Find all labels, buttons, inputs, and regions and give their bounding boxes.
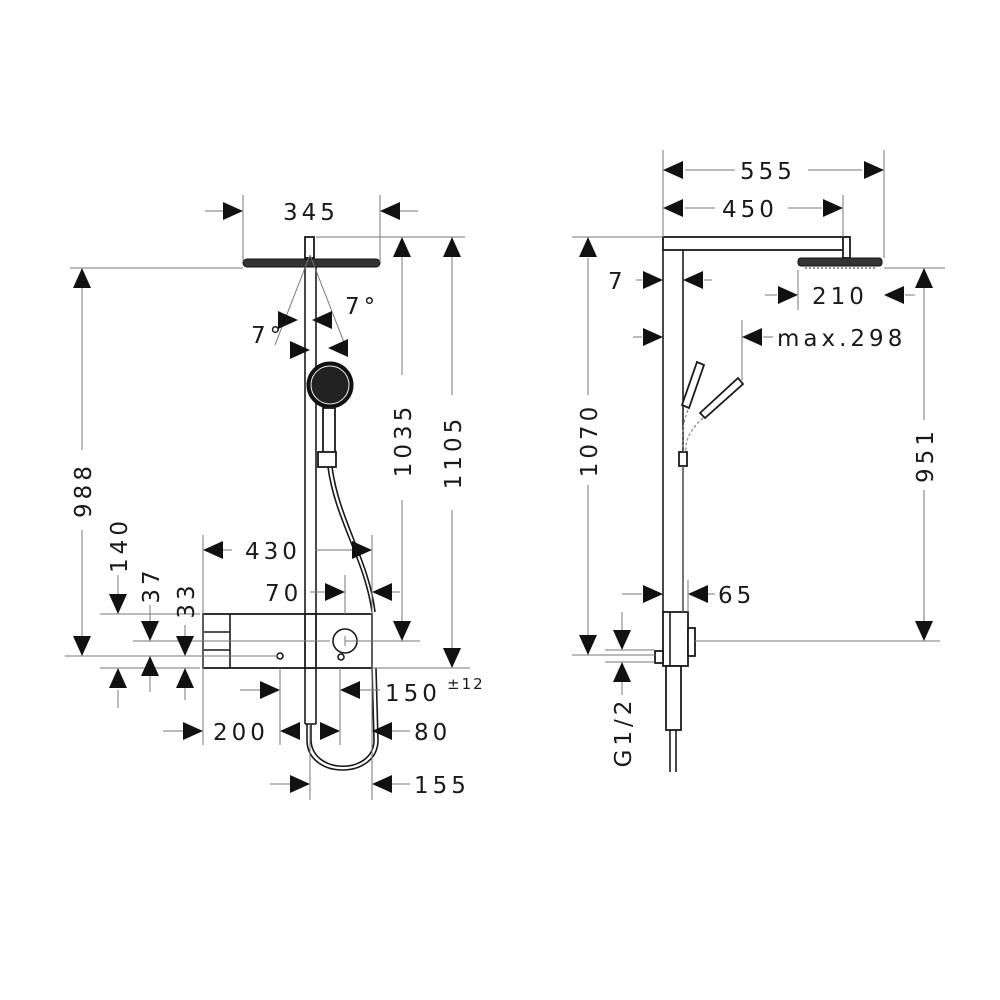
dim-1070: 1070 (577, 403, 603, 478)
arrowhead-icon (278, 311, 298, 329)
tolerance-label: ±12 (447, 675, 485, 693)
arrowhead-icon (613, 662, 631, 682)
arrowhead-icon (223, 202, 243, 220)
arrowhead-icon (352, 541, 372, 559)
arrowhead-icon (443, 648, 461, 668)
arrowhead-icon (683, 271, 703, 289)
shower-arm-side (662, 236, 883, 269)
dim-200: 200 (213, 720, 269, 746)
arrowhead-icon (643, 328, 663, 346)
arrowhead-icon (73, 268, 91, 288)
overhead-shower-front (242, 236, 381, 268)
arrowhead-icon (915, 268, 933, 288)
arrowhead-icon (141, 621, 159, 641)
dim-555: 555 (740, 159, 796, 185)
front-extension-lines (65, 195, 470, 800)
arrowhead-icon (176, 668, 194, 688)
arrowhead-icon (280, 722, 300, 740)
arrowhead-icon (372, 583, 392, 601)
arrowhead-icon (312, 311, 332, 329)
arrowhead-icon (290, 341, 310, 359)
side-dimension-labels: 555 450 7 210 max.298 1070 951 65 G1/2 (577, 159, 939, 767)
arrowhead-icon (380, 202, 400, 220)
front-arrowheads (73, 202, 461, 793)
arrowhead-icon (613, 630, 631, 650)
arrowhead-icon (643, 585, 663, 603)
arrowhead-icon (643, 271, 663, 289)
arrowhead-icon (183, 722, 203, 740)
shower-pole-side (654, 250, 696, 772)
dim-80: 80 (414, 720, 451, 746)
dim-988: 988 (71, 462, 97, 518)
hand-shower-front (306, 361, 354, 468)
dim-37: 37 (139, 566, 165, 603)
front-dimension-lines (81, 210, 453, 785)
arrowhead-icon (393, 621, 411, 641)
dim-430: 430 (245, 539, 301, 565)
arrowhead-icon (663, 161, 683, 179)
dim-140: 140 (107, 517, 133, 573)
front-view: 345 1035 1105 988 140 37 33 7° 7° 430 70… (65, 195, 485, 800)
dim-70: 70 (265, 581, 302, 607)
dim-1035: 1035 (391, 403, 417, 478)
dim-1105: 1105 (441, 415, 467, 490)
arrowhead-icon (864, 161, 884, 179)
side-dimension-lines (587, 169, 925, 695)
arrowhead-icon (109, 594, 127, 614)
hand-shower-side (680, 360, 745, 612)
arrowhead-icon (109, 668, 127, 688)
arrowhead-icon (141, 656, 159, 676)
dim-450: 450 (722, 197, 778, 223)
dim-7: 7 (608, 269, 627, 295)
arrowhead-icon (325, 583, 345, 601)
arrowhead-icon (579, 237, 597, 257)
arrowhead-icon (73, 636, 91, 656)
dim-210: 210 (812, 284, 868, 310)
arrowhead-icon (372, 775, 392, 793)
arrowhead-icon (203, 541, 223, 559)
arrowhead-icon (579, 635, 597, 655)
arrowhead-icon (290, 775, 310, 793)
front-dimension-labels: 345 1035 1105 988 140 37 33 7° 7° 430 70… (71, 200, 485, 799)
dim-33: 33 (174, 581, 200, 618)
arrowhead-icon (688, 585, 708, 603)
connection-g12: G1/2 (611, 697, 637, 768)
arrowhead-icon (742, 328, 762, 346)
arrowhead-icon (176, 636, 194, 656)
arrowhead-icon (778, 286, 798, 304)
dim-65: 65 (718, 583, 755, 609)
hose-front (306, 466, 379, 771)
side-view: 555 450 7 210 max.298 1070 951 65 G1/2 (572, 150, 945, 772)
dim-345: 345 (283, 200, 339, 226)
arrowhead-icon (260, 681, 280, 699)
arrowhead-icon (884, 286, 904, 304)
dim-max-298: max.298 (777, 326, 906, 352)
dim-150: 150 (385, 681, 441, 707)
dim-155: 155 (414, 773, 470, 799)
angle-left: 7° (251, 323, 285, 349)
arrowhead-icon (328, 339, 348, 357)
arrowhead-icon (663, 199, 683, 217)
side-arrowheads (579, 161, 933, 682)
arrowhead-icon (372, 722, 392, 740)
side-extension-lines (572, 150, 945, 663)
arrowhead-icon (320, 722, 340, 740)
arrowhead-icon (443, 237, 461, 257)
arrowhead-icon (340, 681, 360, 699)
dim-951: 951 (913, 427, 939, 483)
arrowhead-icon (393, 237, 411, 257)
angle-right: 7° (345, 294, 379, 320)
arrowhead-icon (823, 199, 843, 217)
arrowhead-icon (915, 621, 933, 641)
